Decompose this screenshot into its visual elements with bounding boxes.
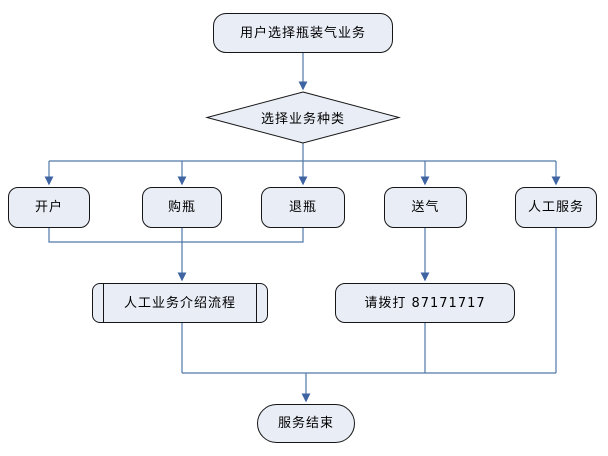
end-node-label: 服务结束 <box>277 416 334 431</box>
buy-bottle-node-label: 购瓶 <box>167 200 196 215</box>
end-node: 服务结束 <box>257 404 355 443</box>
edge-open-account-merge <box>48 228 182 243</box>
return-bottle-node-label: 退瓶 <box>288 200 317 215</box>
edge-return-bottle-merge <box>182 228 304 243</box>
manual-service-node-label: 人工服务 <box>527 200 584 215</box>
open-account-node: 开户 <box>8 187 90 228</box>
predefined-left-bar <box>103 284 104 322</box>
manual-process-node: 人工业务介绍流程 <box>92 283 268 323</box>
buy-bottle-node: 购瓶 <box>142 187 222 228</box>
call-number-node-label: 请拨打 87171717 <box>364 295 486 311</box>
decision-node: 选择业务种类 <box>207 92 399 143</box>
open-account-node-label: 开户 <box>34 200 63 215</box>
deliver-gas-node-label: 送气 <box>411 200 440 215</box>
deliver-gas-node: 送气 <box>384 187 467 228</box>
manual-process-node-label: 人工业务介绍流程 <box>123 295 236 311</box>
predefined-right-bar <box>256 284 257 322</box>
decision-diamond-shape <box>205 91 401 144</box>
decision-node-label: 选择业务种类 <box>260 112 345 127</box>
manual-service-node: 人工服务 <box>515 187 597 228</box>
return-bottle-node: 退瓶 <box>261 187 345 228</box>
call-number-node: 请拨打 87171717 <box>335 283 515 323</box>
start-node-label: 用户选择瓶装气业务 <box>239 25 366 41</box>
start-node: 用户选择瓶装气业务 <box>213 13 393 53</box>
